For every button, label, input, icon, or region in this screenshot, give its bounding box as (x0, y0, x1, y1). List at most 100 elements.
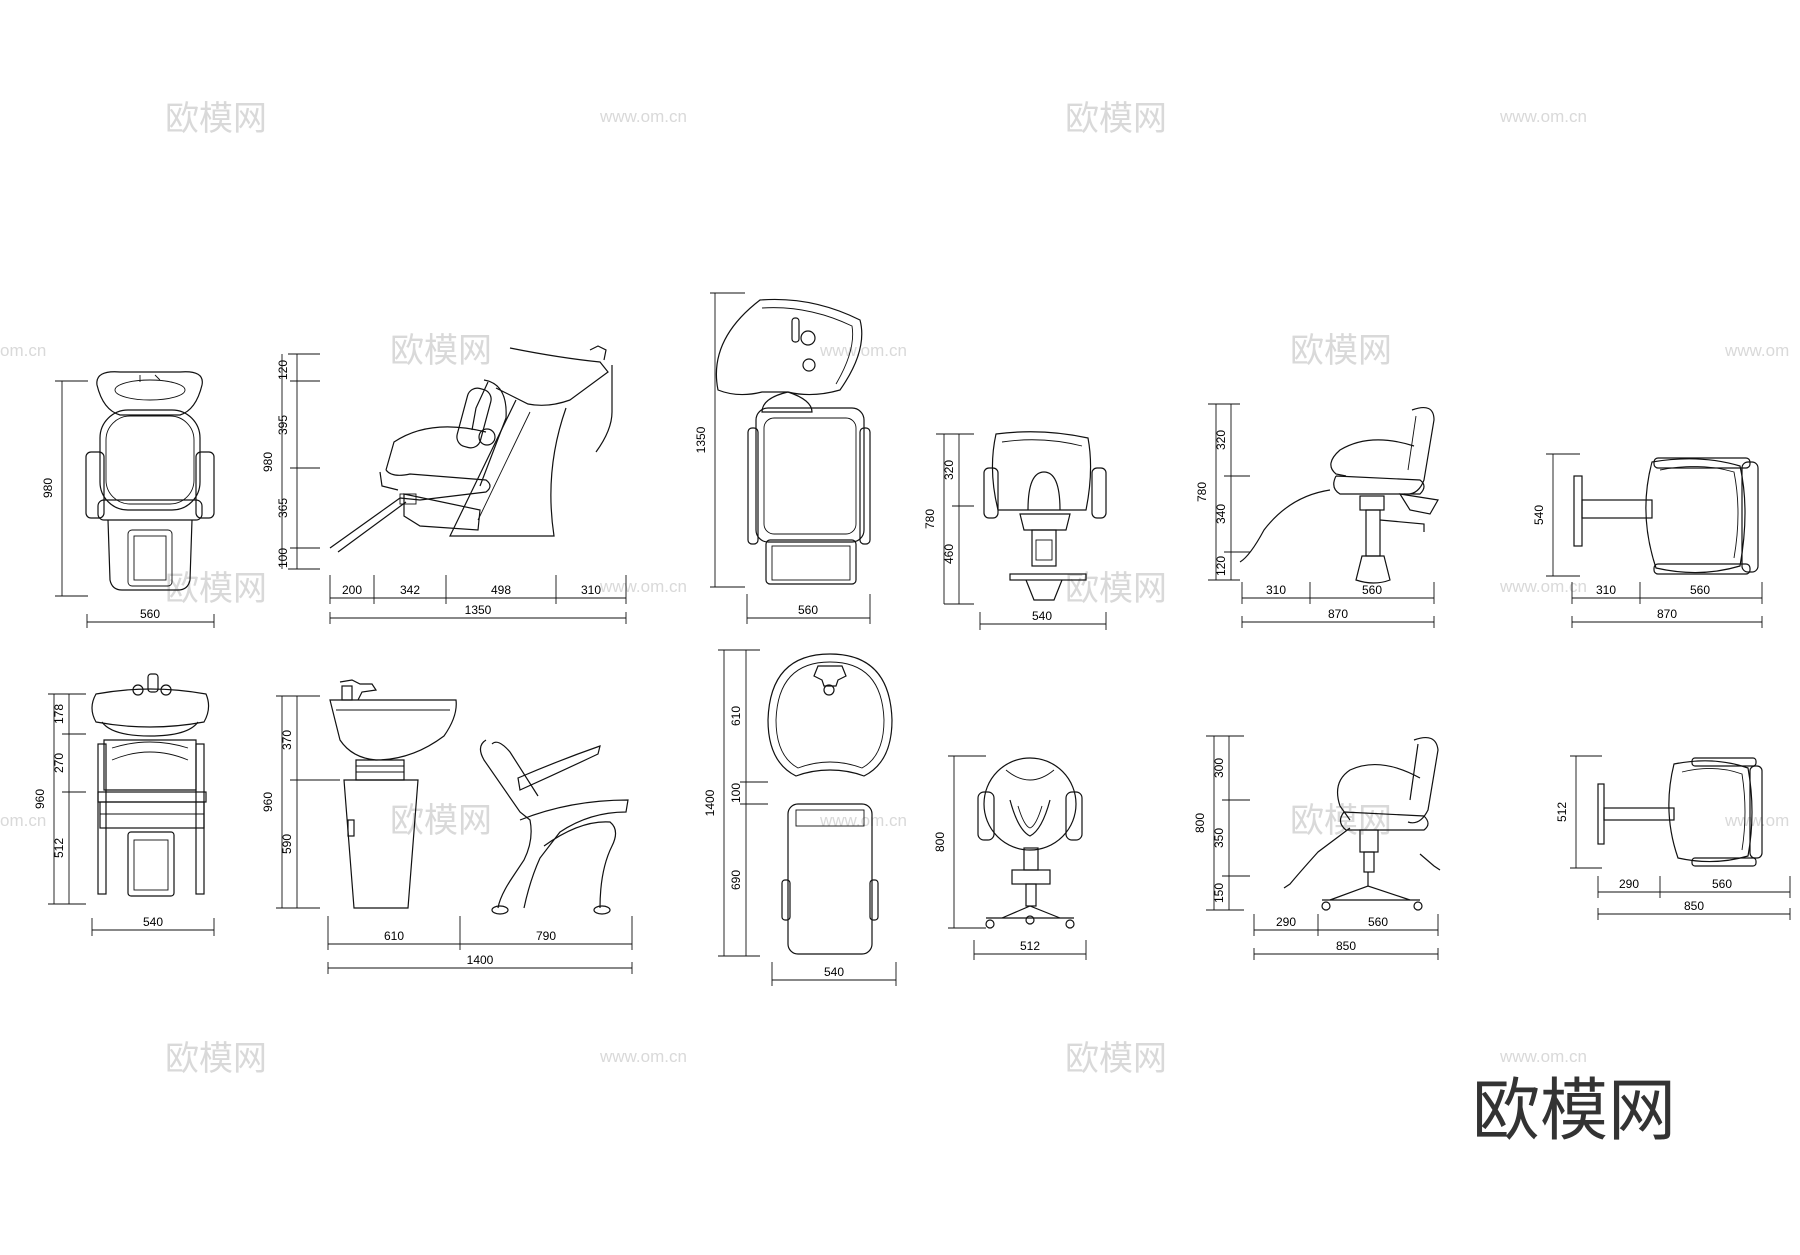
dimension-label: 395 (276, 415, 290, 435)
watermark-cn: 欧模网 (390, 332, 492, 370)
watermark-cn: 欧模网 (165, 100, 267, 138)
dimension-label: 270 (52, 753, 66, 773)
watermark-url: www.om.cn (819, 811, 907, 830)
dimension-label: 850 (1336, 939, 1356, 953)
dimension-label: 460 (942, 544, 956, 564)
dimension-label: 370 (280, 730, 294, 750)
dimension-label: 610 (729, 706, 743, 726)
dimension-label: 120 (1214, 556, 1228, 576)
dimension-label: 310 (1266, 583, 1286, 597)
watermark-url: www.om.cn (599, 1047, 687, 1066)
dimension-label: 960 (33, 789, 47, 809)
dimension-label: 560 (140, 607, 160, 621)
dimension-group: 1400 610 100 690 540 (703, 649, 897, 986)
dimension-label: 960 (261, 792, 275, 812)
watermark-layer: 欧模网 www.om.cn 欧模网 www.om.cn om.cn 欧模网 ww… (0, 100, 1789, 1078)
dimension-label: 1400 (703, 789, 717, 816)
watermark-cn: 欧模网 (165, 570, 267, 608)
dimension-label: 100 (276, 548, 290, 568)
dimension-label: 150 (1212, 883, 1226, 903)
dimension-label: 790 (536, 929, 556, 943)
swivel-chair-top-view (1597, 757, 1763, 867)
watermark-url-edge: www.om (1724, 811, 1789, 830)
dimension-label: 560 (1368, 915, 1388, 929)
dimension-label: 290 (1276, 915, 1296, 929)
dimension-label: 100 (729, 783, 743, 803)
dimension-label: 120 (276, 360, 290, 380)
dimension-label: 1350 (694, 426, 708, 453)
dimension-label: 540 (824, 965, 844, 979)
dimension-label: 310 (1596, 583, 1616, 597)
dimension-label: 498 (491, 583, 511, 597)
dimension-group: 800 512 (933, 755, 1087, 960)
watermark-url: www.om.cn (819, 341, 907, 360)
shampoo-chair-top-view (715, 298, 871, 585)
watermark-cn: 欧模网 (1065, 100, 1167, 138)
dimension-label: 870 (1657, 607, 1677, 621)
styling-chair-side-view (1239, 407, 1439, 584)
watermark-cn: 欧模网 (1065, 1040, 1167, 1078)
dimension-label: 365 (276, 498, 290, 518)
dimension-label: 560 (1712, 877, 1732, 891)
dimension-label: 610 (384, 929, 404, 943)
dimension-group: 120 395 365 100 980 200 342 498 310 1350 (261, 353, 627, 624)
wash-basin-side-view (329, 679, 629, 915)
dimension-label: 512 (1555, 802, 1569, 822)
dimension-label: 320 (1214, 430, 1228, 450)
dimension-label: 850 (1684, 899, 1704, 913)
dimension-label: 800 (1193, 813, 1207, 833)
dimension-label: 310 (581, 583, 601, 597)
watermark-url: www.om.cn (599, 107, 687, 126)
shampoo-chair-side-view (329, 345, 613, 553)
watermark-url-edge: om.cn (0, 811, 46, 830)
dimension-label: 200 (342, 583, 362, 597)
watermark-url-edge: www.om (1724, 341, 1789, 360)
dimension-group: 960 370 590 610 790 1400 (261, 695, 633, 974)
swivel-chair-side-view (1283, 737, 1441, 911)
dimension-group: 1350 560 (694, 292, 871, 624)
dimension-label: 290 (1619, 877, 1639, 891)
dimension-label: 870 (1328, 607, 1348, 621)
dimension-label: 980 (261, 452, 275, 472)
styling-chair-top-view (1573, 457, 1759, 575)
wash-basin-front-view (91, 673, 210, 897)
watermark-url-edge: om.cn (0, 341, 46, 360)
dimension-label: 560 (1362, 583, 1382, 597)
dimension-group: 960 178 270 512 540 (33, 693, 215, 936)
dimension-label: 540 (1032, 609, 1052, 623)
dimension-label: 780 (923, 509, 937, 529)
wash-basin-top-view (767, 653, 893, 955)
watermark-cn: 欧模网 (390, 802, 492, 840)
dimension-label: 560 (1690, 583, 1710, 597)
watermark-url: www.om.cn (1499, 107, 1587, 126)
watermark-cn: 欧模网 (1290, 332, 1392, 370)
dimension-label: 1350 (465, 603, 492, 617)
dimension-label: 350 (1212, 828, 1226, 848)
swivel-chair-front-view (977, 757, 1083, 929)
dimension-label: 800 (933, 832, 947, 852)
brand-logo-text: 欧模网 (1472, 1072, 1676, 1151)
watermark-cn: 欧模网 (165, 1040, 267, 1078)
watermark-url: www.om.cn (599, 577, 687, 596)
dimension-label: 342 (400, 583, 420, 597)
watermark-url: www.om.cn (1499, 577, 1587, 596)
dimension-label: 690 (729, 870, 743, 890)
shampoo-chair-front-view (85, 371, 215, 591)
dimension-group: 780 320 460 540 (923, 433, 1107, 630)
dimension-group: 540 310 560 870 (1532, 453, 1763, 628)
dimension-group: 800 300 350 150 290 560 850 (1193, 735, 1439, 960)
dimension-label: 560 (798, 603, 818, 617)
dimension-label: 300 (1212, 758, 1226, 778)
dimension-label: 340 (1214, 504, 1228, 524)
styling-chair-front-view (983, 431, 1107, 601)
dimension-group: 512 290 560 850 (1555, 755, 1791, 920)
dimension-label: 320 (942, 460, 956, 480)
dimension-label: 540 (1532, 505, 1546, 525)
dimension-label: 980 (41, 478, 55, 498)
dimension-label: 512 (1020, 939, 1040, 953)
dimension-label: 512 (52, 838, 66, 858)
dimension-label: 540 (143, 915, 163, 929)
dimension-label: 178 (52, 704, 66, 724)
